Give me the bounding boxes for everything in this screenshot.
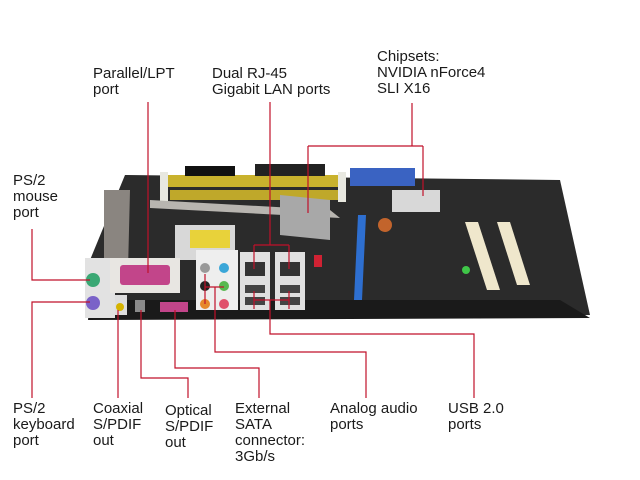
leader-usb [253,291,475,398]
label-parallel-port: Parallel/LPT port [93,65,175,98]
label-coaxial-spdif: Coaxial S/PDIF out [93,400,144,449]
motherboard-image [85,164,590,320]
label-lan-ports: Dual RJ-45 Gigabit LAN ports [212,65,331,98]
leader-chipset [307,103,424,213]
leader-optical [140,310,189,398]
leader-ps2-keyboard [31,301,90,398]
label-chipset: Chipsets: NVIDIA nForce4 SLI X16 [377,48,486,97]
leader-esata [174,310,260,398]
leader-lan [253,102,290,269]
label-esata: External SATA connector: 3Gb/s [235,400,306,465]
label-ps2-mouse: PS/2 mouse port [13,172,59,221]
label-usb: USB 2.0 ports [448,400,504,433]
label-optical-spdif: Optical S/PDIF out [165,402,214,451]
leader-ps2-mouse [31,229,90,281]
leader-audio [204,274,367,398]
label-ps2-keyboard: PS/2 keyboard port [13,400,75,449]
label-analog-audio: Analog audio ports [330,400,418,433]
